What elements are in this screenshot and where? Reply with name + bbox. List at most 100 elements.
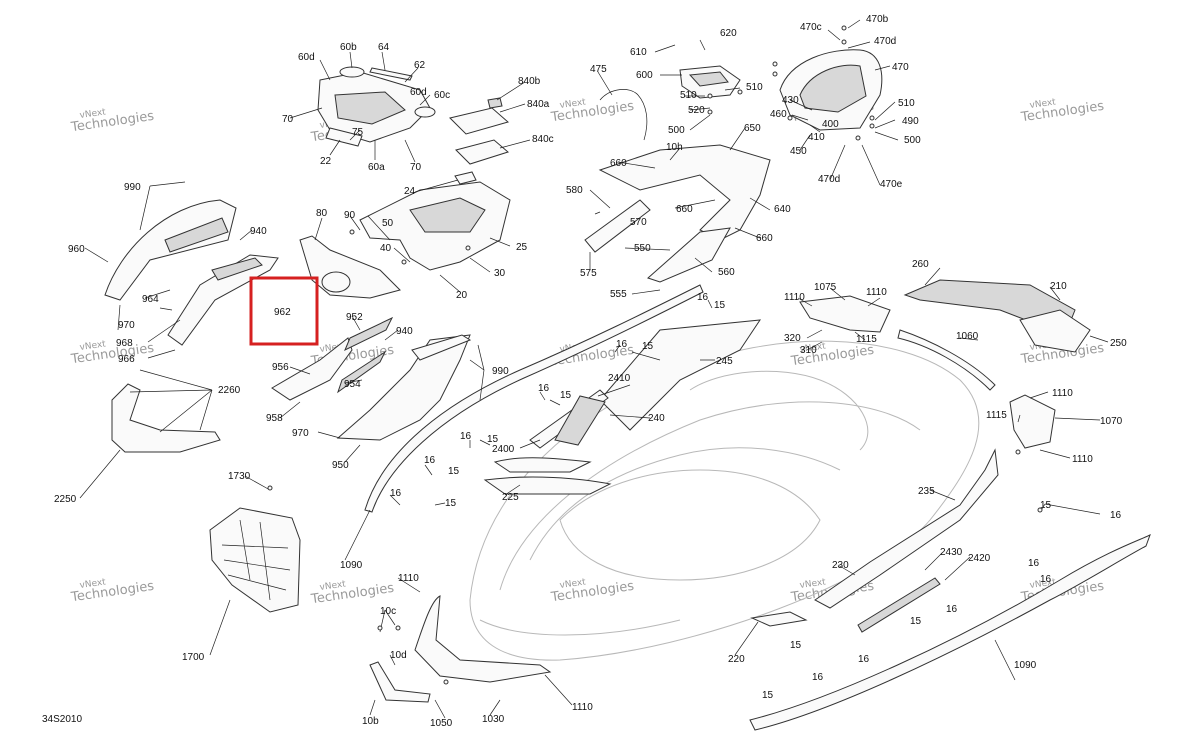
callout-label: 64	[378, 42, 390, 53]
leader-lines	[79, 19, 1109, 719]
callout-label: 70	[410, 162, 422, 173]
callout-label: 470e	[880, 179, 903, 190]
rub-rail-right	[749, 533, 1151, 731]
callout-label: 10h	[666, 142, 683, 153]
callout-label: 2420	[968, 553, 991, 564]
callout-label: 60b	[340, 42, 357, 53]
front-bumper-left	[111, 383, 221, 453]
callout-label: 10c	[380, 606, 396, 617]
highlight-box	[249, 276, 319, 346]
svg-text:vNext: vNext	[559, 97, 587, 111]
rub-rail-left	[364, 284, 704, 513]
callout-label: 210	[1050, 281, 1067, 292]
svg-text:vNext: vNext	[559, 577, 587, 591]
watermark: vNext Technologies	[69, 107, 155, 135]
callout-label: 60c	[434, 90, 450, 101]
callout-label: 235	[918, 486, 935, 497]
callout-label: 640	[774, 204, 791, 215]
callout-label: 15	[487, 434, 499, 445]
callout-label: 15	[445, 498, 457, 509]
callout-label: 1050	[430, 718, 453, 729]
callout-label: 970	[118, 320, 135, 331]
callout-label: 470b	[866, 14, 889, 25]
hull-outline	[469, 340, 980, 661]
fasteners	[267, 25, 1043, 685]
callout-label: 470c	[800, 22, 822, 33]
rear-right-panels	[750, 448, 999, 633]
callout-label: 952	[346, 312, 363, 323]
svg-text:vNext: vNext	[799, 341, 827, 355]
figure-code: 34S2010	[42, 714, 83, 725]
callout-label: 16	[946, 604, 958, 615]
callout-label: 2400	[492, 444, 515, 455]
top-deck-console	[359, 171, 511, 271]
callout-label: 16	[812, 672, 824, 683]
svg-text:vNext: vNext	[319, 579, 347, 593]
callout-label: 230	[832, 560, 849, 571]
callout-label: 956	[272, 362, 289, 373]
callout-label: 1115	[986, 410, 1007, 421]
callout-label: 958	[266, 413, 283, 424]
callout-label: 560	[718, 267, 735, 278]
svg-text:vNext: vNext	[1029, 97, 1057, 111]
callout-label: 225	[502, 492, 519, 503]
callout-label: 16	[697, 292, 709, 303]
callout-label: 16	[616, 339, 628, 350]
callout-label: 245	[716, 356, 733, 367]
callout-label: 2260	[218, 385, 241, 396]
callout-label: 10d	[390, 650, 407, 661]
callout-label: 968	[116, 338, 133, 349]
callout-label: 470d	[874, 36, 896, 47]
callout-label: 660	[610, 158, 627, 169]
callout-label: 500	[904, 135, 921, 146]
svg-text:vNext: vNext	[799, 577, 827, 591]
callout-label: 260	[912, 259, 929, 270]
callout-label: 15	[714, 300, 726, 311]
callout-label: 15	[448, 466, 460, 477]
callout-label: 16	[460, 431, 472, 442]
watermark: vNext Technologies	[69, 577, 155, 605]
callout-label: 250	[1110, 338, 1127, 349]
callout-label: 16	[390, 488, 402, 499]
front-nose-bumper	[369, 595, 552, 703]
callout-label: 430	[782, 95, 799, 106]
callout-label: 1075	[814, 282, 837, 293]
callout-label: 990	[492, 366, 509, 377]
callout-label: 15	[790, 640, 802, 651]
side-gunwale-right-upper	[584, 144, 771, 283]
callout-label: 16	[538, 383, 550, 394]
callout-label: 1090	[1014, 660, 1037, 671]
watermark: vNext Technologies	[549, 97, 635, 125]
callout-label: 90	[344, 210, 356, 221]
callout-label: 1110	[866, 287, 887, 298]
callout-label: 470	[892, 62, 909, 73]
rear-rub-rail	[897, 329, 996, 391]
callout-label: 15	[762, 690, 774, 701]
callout-label: 1110	[784, 292, 805, 303]
callout-label: 1030	[482, 714, 505, 725]
callout-label: 62	[414, 60, 426, 71]
callout-label: 1070	[1100, 416, 1123, 427]
callout-label: 20	[456, 290, 468, 301]
footwell-mat-left	[209, 507, 301, 613]
callout-label: 660	[676, 204, 693, 215]
callout-label-highlighted: 962	[274, 307, 291, 318]
rear-grab-handle	[779, 49, 883, 131]
callout-label: 10b	[362, 716, 379, 727]
callout-label: 2250	[54, 494, 77, 505]
callout-label: 840c	[532, 134, 554, 145]
callout-label: 960	[68, 244, 85, 255]
callout-label: 24	[404, 186, 416, 197]
side-panel-mid	[271, 316, 472, 441]
svg-text:vNext: vNext	[79, 107, 107, 121]
callout-label: 240	[648, 413, 665, 424]
callout-label: 15	[910, 616, 922, 627]
callout-label: 964	[142, 294, 159, 305]
svg-text:vNext: vNext	[79, 577, 107, 591]
callout-label: 60d	[298, 52, 315, 63]
callout-label: 16	[1028, 558, 1040, 569]
callout-label: 410	[808, 132, 825, 143]
callout-label: 60a	[368, 162, 385, 173]
callout-label: 550	[634, 243, 651, 254]
callout-label: 490	[902, 116, 919, 127]
